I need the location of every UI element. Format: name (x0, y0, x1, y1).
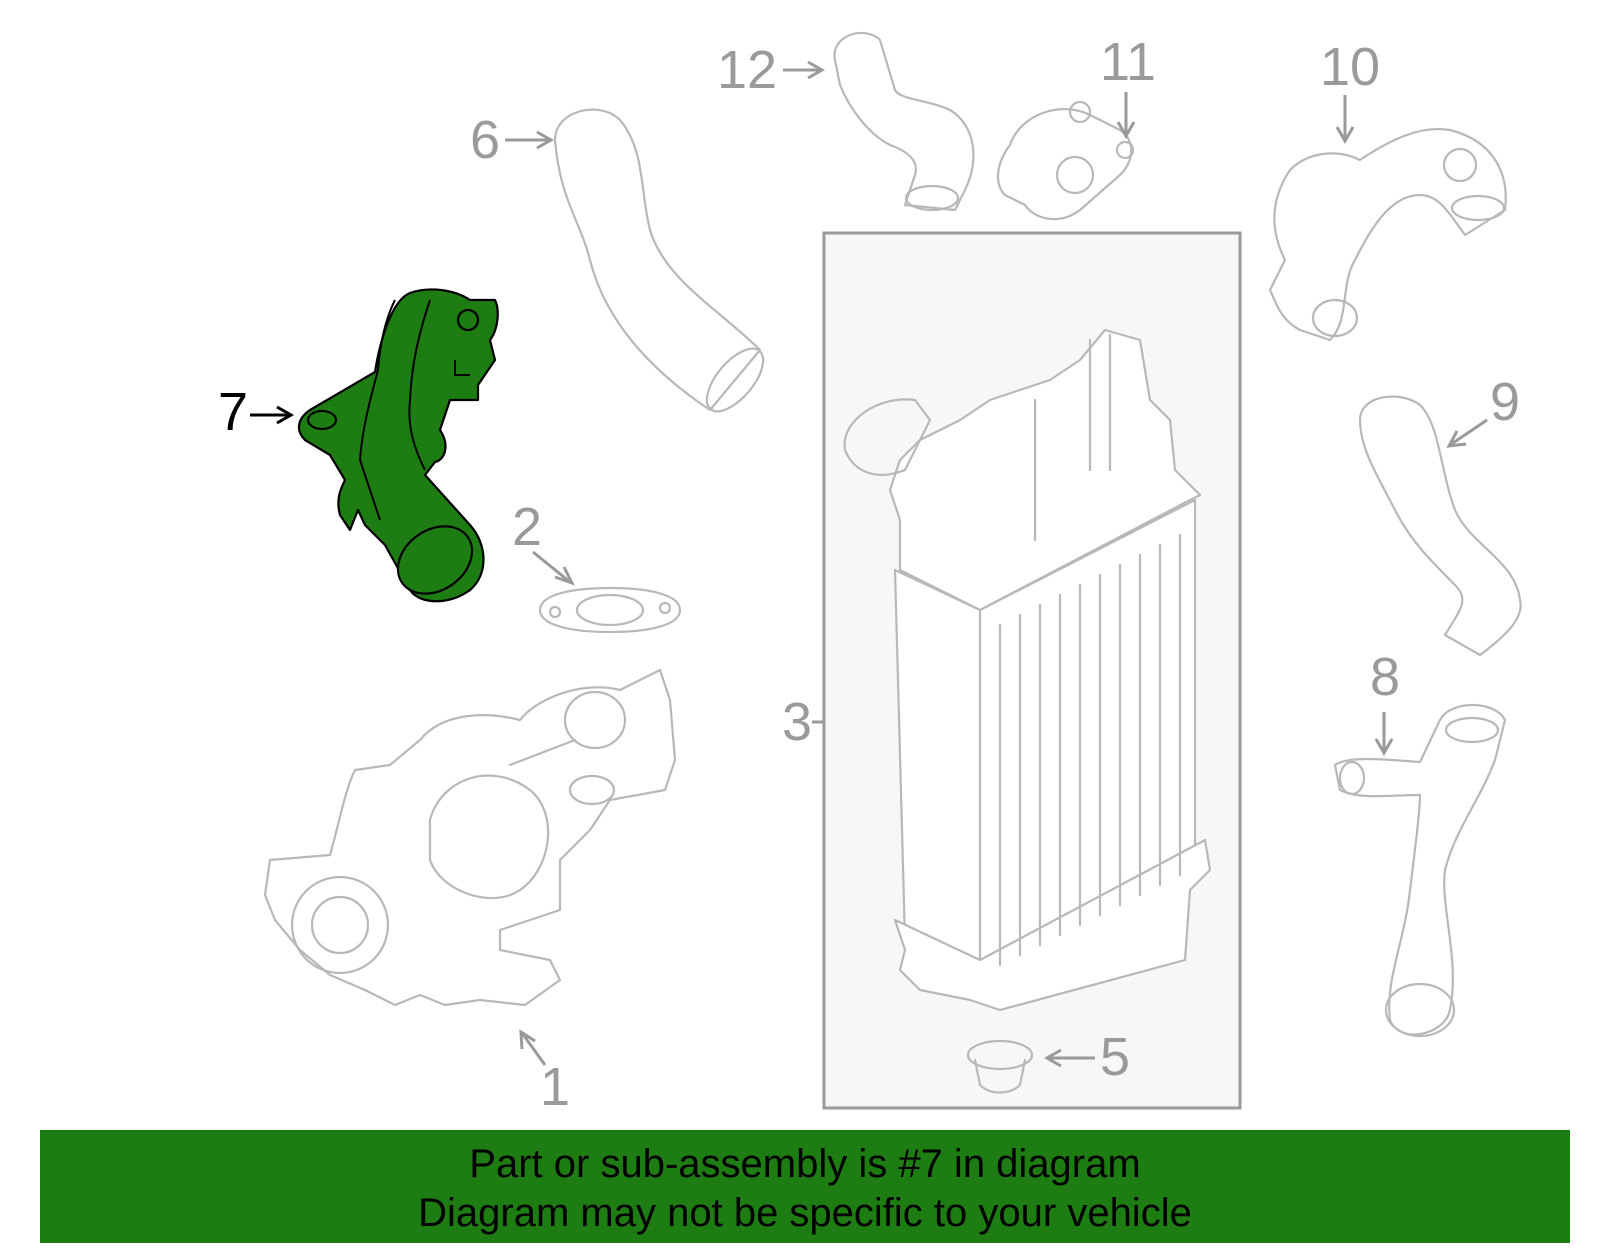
part-9-hose[interactable] (1358, 395, 1522, 657)
callout-11[interactable]: 11 (1100, 32, 1156, 92)
part-1-turbocharger[interactable] (263, 668, 677, 1007)
callout-9[interactable]: 9 (1490, 372, 1520, 432)
arrow-11 (1116, 92, 1136, 140)
part-12-pipe[interactable] (833, 31, 975, 212)
callout-7-highlighted[interactable]: 7 (218, 382, 248, 442)
part-7-pipe-highlighted[interactable] (297, 288, 499, 607)
callout-3[interactable]: 3 (782, 692, 812, 752)
callout-6[interactable]: 6 (470, 110, 500, 170)
callout-5[interactable]: 5 (1100, 1027, 1130, 1087)
arrow-8 (1374, 712, 1394, 757)
part-6-hose[interactable] (553, 108, 773, 421)
part-10-pipe[interactable] (1268, 128, 1507, 342)
arrow-12 (783, 60, 826, 80)
part-3-intercooler[interactable] (843, 328, 1212, 1012)
part-5-cap[interactable] (966, 1039, 1034, 1094)
part-8-pipe[interactable] (1333, 703, 1507, 1038)
callout-1[interactable]: 1 (540, 1057, 570, 1117)
callout-2[interactable]: 2 (512, 497, 542, 557)
arrow-10 (1335, 95, 1355, 145)
info-banner: Part or sub-assembly is #7 in diagram Di… (40, 1130, 1570, 1243)
callout-10[interactable]: 10 (1320, 37, 1380, 97)
callout-12[interactable]: 12 (717, 40, 777, 100)
arrow-6 (505, 130, 555, 150)
arrow-9 (1446, 418, 1488, 448)
arrow-7 (250, 405, 295, 425)
arrow-5 (1043, 1048, 1095, 1068)
banner-line-2: Diagram may not be specific to your vehi… (418, 1191, 1192, 1235)
callout-8[interactable]: 8 (1370, 647, 1400, 707)
part-2-gasket[interactable] (538, 586, 682, 634)
banner-line-1: Part or sub-assembly is #7 in diagram (469, 1142, 1141, 1186)
part-11-housing[interactable] (997, 100, 1135, 221)
arrow-2 (532, 550, 576, 586)
arrow-1 (519, 1029, 547, 1066)
